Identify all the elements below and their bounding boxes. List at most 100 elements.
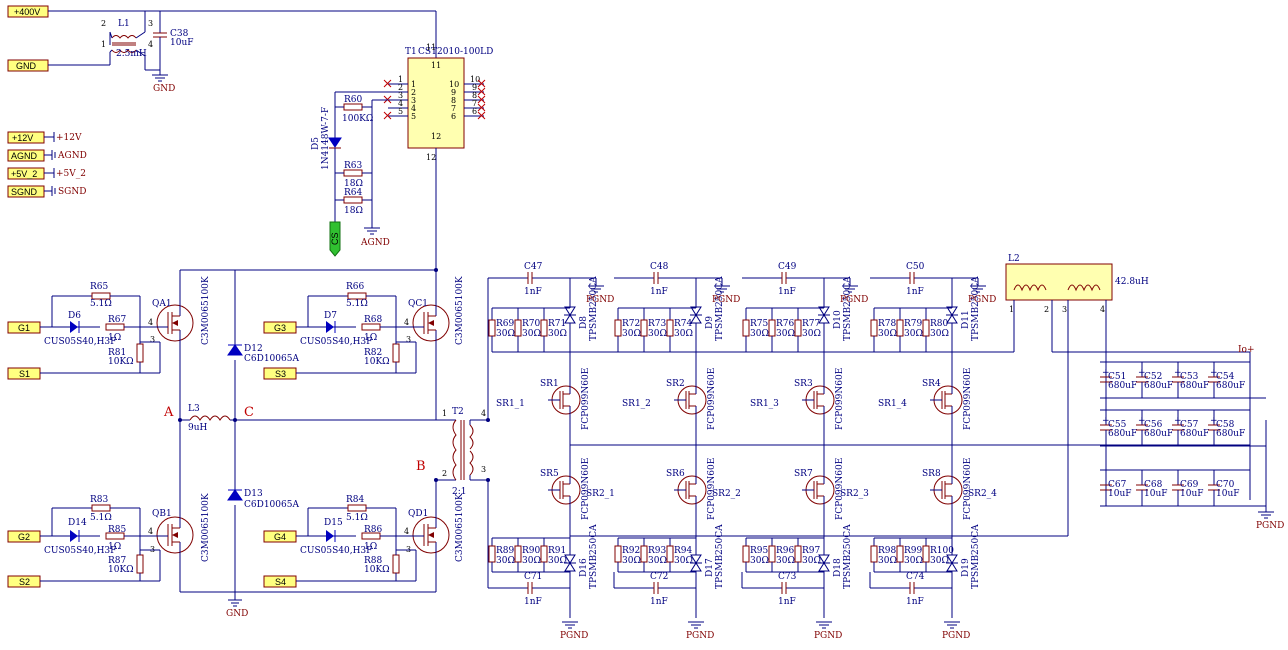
resistor-ref: R89 [496, 546, 515, 556]
svg-text:C3M0065100K: C3M0065100K [455, 493, 465, 562]
svg-text:2: 2 [442, 469, 447, 478]
svg-text:CS: CS [330, 232, 340, 245]
resistor-ref: R71 [548, 319, 566, 329]
resistor-value: 30Ω [878, 329, 897, 339]
cap-ref: C69 [1180, 480, 1199, 490]
svg-text:11: 11 [431, 61, 441, 70]
cap-ref: C68 [1144, 480, 1163, 490]
diode-d13: D13 C6D10065A [227, 489, 299, 510]
pgnd-label: PGND [840, 295, 868, 305]
svg-text:1Ω: 1Ω [364, 542, 377, 552]
resistor-ref: R91 [548, 546, 566, 556]
svg-text:3: 3 [411, 96, 416, 105]
svg-text:+12V: +12V [12, 133, 33, 143]
resistor-value: 30Ω [930, 329, 949, 339]
diode-part: TPSMB250CA [715, 524, 725, 589]
resistor [640, 319, 648, 337]
tvs-diode [946, 562, 958, 572]
junction [486, 478, 490, 482]
svg-text:5: 5 [411, 112, 416, 121]
svg-text:1Ω: 1Ω [108, 542, 121, 552]
svg-text:R65: R65 [90, 282, 109, 292]
svg-text:CUS05S40,H3F: CUS05S40,H3F [44, 546, 116, 556]
output-capacitors: +C51680uF+C52680uF+C53680uF+C54680uF+C55… [1052, 351, 1284, 531]
cap-value: 680uF [1216, 381, 1245, 391]
resistor-ref: R77 [802, 319, 821, 329]
svg-text:R81: R81 [108, 348, 126, 358]
diode-ref: D10 [833, 310, 843, 329]
mosfet-qc1: QC1 C3M0065100K [408, 276, 465, 355]
svg-text:7: 7 [472, 99, 477, 108]
resistor [666, 319, 674, 337]
sr-part: FCP099N60E [835, 458, 845, 520]
node-a-label: A [163, 405, 174, 420]
resistor-value: 30Ω [622, 329, 641, 339]
svg-text:2: 2 [1044, 305, 1049, 314]
cap-ref: C56 [1144, 420, 1163, 430]
resistor-ref: R98 [878, 546, 897, 556]
svg-text:R63: R63 [344, 161, 363, 171]
resistor [614, 545, 622, 563]
svg-text:+400V: +400V [14, 7, 40, 17]
svg-text:3: 3 [150, 335, 155, 344]
sr-part: FCP099N60E [581, 368, 591, 430]
svg-text:4: 4 [148, 318, 153, 327]
svg-text:5: 5 [398, 107, 403, 116]
resistor-ref: R76 [776, 319, 795, 329]
svg-text:1Ω: 1Ω [364, 333, 377, 343]
mosfet-qd1: QD1 C3M0065100K [408, 493, 465, 562]
sr-part: FCP099N60E [835, 368, 845, 430]
svg-text:D5: D5 [311, 137, 321, 150]
tvs-diode [818, 562, 830, 572]
svg-text:10uF: 10uF [170, 38, 194, 48]
resistor-ref: R78 [878, 319, 897, 329]
svg-text:CUS05S40,H3F: CUS05S40,H3F [300, 337, 372, 347]
plus-sign: + [1174, 368, 1182, 378]
svg-text:D14: D14 [68, 518, 87, 528]
cap-value: 10uF [1216, 489, 1240, 499]
sr-net: SR2_4 [968, 489, 997, 499]
cap-ref: C58 [1216, 420, 1235, 430]
svg-text:AGND: AGND [57, 151, 87, 161]
svg-text:C3M0065100K: C3M0065100K [201, 493, 211, 562]
tvs-diode [818, 314, 830, 324]
resistor-value: 30Ω [674, 556, 693, 566]
diode-part: TPSMB250CA [589, 524, 599, 589]
svg-text:D13: D13 [244, 489, 263, 499]
svg-text:S4: S4 [275, 577, 286, 587]
svg-text:+5V_2: +5V_2 [11, 169, 37, 179]
gate-net-qd1: G4 R84 5.1Ω D15 CUS05S40,H3F R86 1Ω 4 R8… [263, 495, 424, 588]
svg-text:3: 3 [148, 19, 153, 28]
sr-net: SR1_4 [878, 399, 907, 409]
svg-text:R82: R82 [364, 348, 382, 358]
io-label: Io+ [1238, 345, 1255, 355]
resistor [870, 545, 878, 563]
svg-text:D12: D12 [244, 344, 263, 354]
sr-ref: SR7 [794, 469, 813, 479]
sr-ref: SR6 [666, 469, 685, 479]
tvs-diode [690, 562, 702, 572]
bridge-rails: GND [178, 268, 448, 619]
resistor-ref: R75 [750, 319, 769, 329]
t1-pins: 1 2 3 4 5 1 2 3 4 5 10 9 8 7 6 10 9 8 7 … [383, 75, 486, 121]
svg-text:3: 3 [481, 465, 486, 474]
tvs-diode [690, 314, 702, 324]
mosfet-qa1: QA1 C3M0065100K [152, 276, 211, 355]
resistor-value: 30Ω [904, 556, 923, 566]
resistor-ref: R100 [930, 546, 954, 556]
sr-part: FCP099N60E [581, 458, 591, 520]
svg-text:6: 6 [451, 112, 456, 121]
resistor [488, 545, 496, 563]
svg-text:11: 11 [426, 43, 436, 52]
sr-ref: SR2 [666, 379, 685, 389]
resistor [896, 319, 904, 337]
plus-sign: + [1210, 368, 1218, 378]
tvs-diode [564, 306, 576, 316]
resistor-value: 30Ω [802, 556, 821, 566]
svg-text:100KΩ: 100KΩ [342, 114, 373, 124]
resistor [896, 545, 904, 563]
svg-text:2.5mH: 2.5mH [116, 49, 147, 59]
resistor [794, 545, 802, 563]
